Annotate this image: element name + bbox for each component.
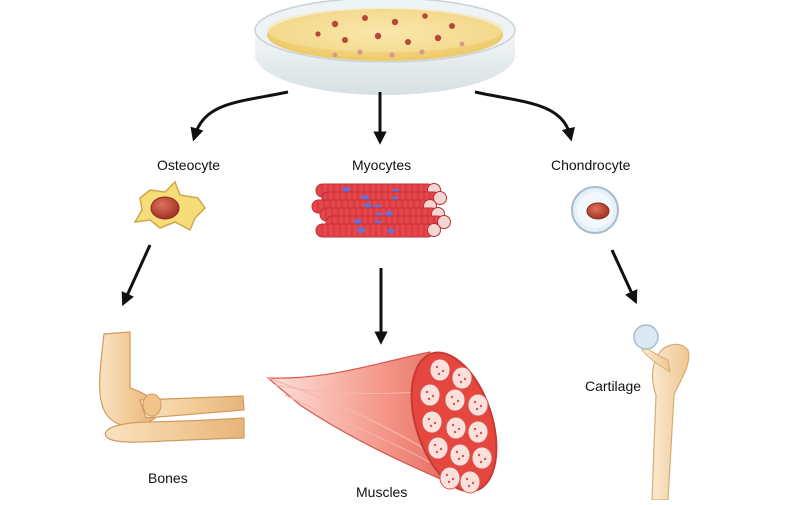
muscle-fascicle	[445, 416, 467, 440]
label-muscles: Muscles	[356, 484, 408, 500]
muscle-fascicle	[471, 446, 493, 470]
label-cartilage: Cartilage	[585, 378, 642, 394]
muscle-fascicle	[467, 420, 489, 444]
osteocyte-cell	[133, 180, 206, 232]
muscle-fascicle	[449, 443, 471, 467]
cartilage-cap	[633, 324, 659, 350]
muscle-fascicle	[467, 393, 489, 417]
muscle-fascicle	[451, 366, 473, 390]
muscle-fascicle	[444, 388, 466, 412]
label-myocytes: Myocytes	[352, 157, 412, 173]
label-chondrocyte: Chondrocyte	[551, 157, 631, 173]
arrows-to-tissues	[121, 244, 638, 345]
muscle-fascicle	[427, 436, 449, 460]
myocyte-fiber	[315, 223, 441, 238]
petri-dish	[254, 0, 516, 95]
arrow-to-bones	[121, 244, 152, 307]
muscle-fascicle	[429, 358, 451, 382]
femur-illustration	[633, 324, 690, 501]
arrow-to-chondrocyte	[474, 90, 575, 142]
cultured-cells	[315, 13, 465, 58]
muscle-fascicle	[459, 470, 481, 494]
arrow-to-osteocyte	[190, 90, 289, 142]
arrow-to-cartilage	[610, 249, 638, 305]
muscle-fascicle	[439, 466, 461, 490]
label-bones: Bones	[148, 470, 188, 486]
label-osteocyte: Osteocyte	[157, 157, 221, 173]
myocytes-bundle	[311, 183, 451, 238]
muscle-fascicle	[421, 410, 443, 434]
chondrocyte-cell	[571, 186, 619, 234]
bones-illustration	[98, 331, 245, 443]
muscle-illustration	[266, 351, 498, 494]
arrows-from-dish	[190, 90, 575, 145]
muscle-fascicle	[419, 383, 441, 407]
muscle-fascicles	[419, 358, 493, 494]
